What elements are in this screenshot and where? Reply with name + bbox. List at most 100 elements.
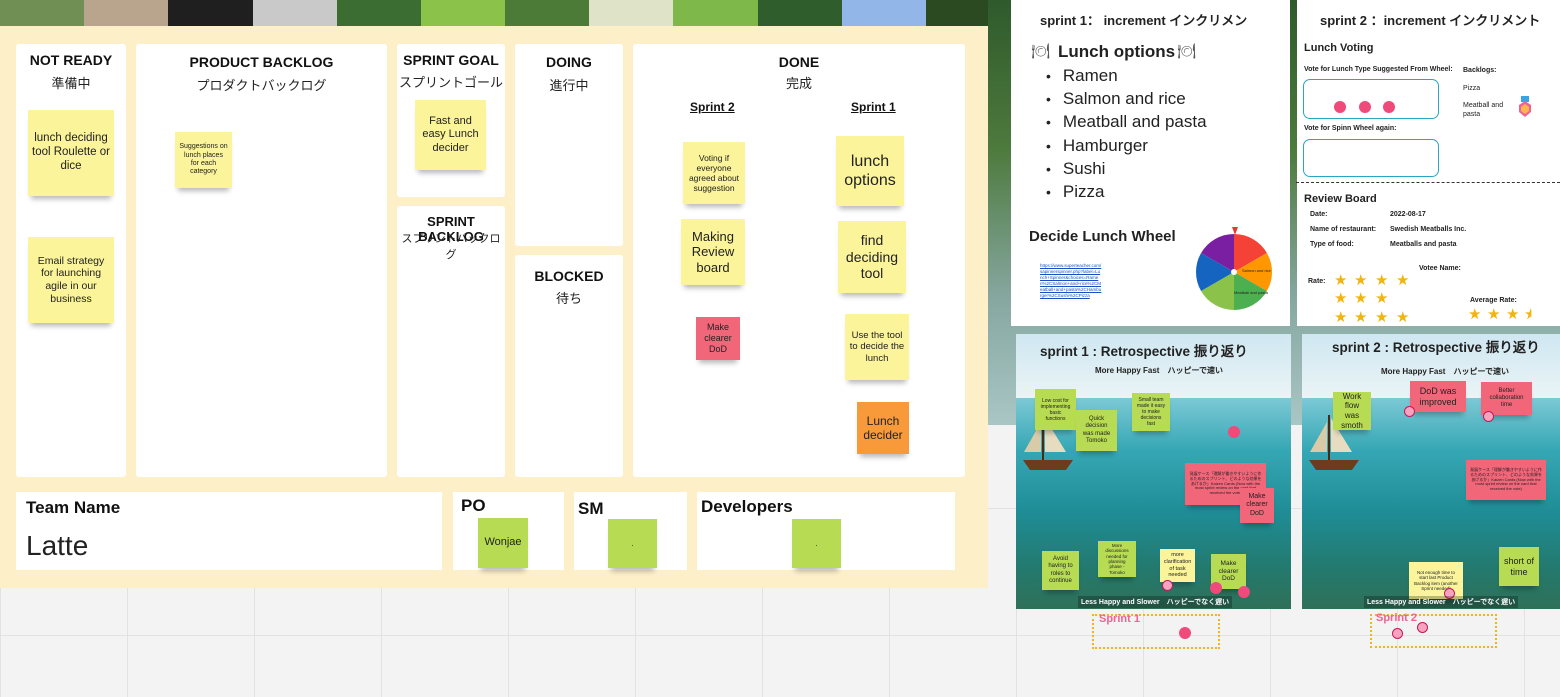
review-restaurant-label: Name of restaurant: — [1310, 226, 1377, 233]
sticky-note[interactable]: Avoid having to roles to continue — [1042, 551, 1079, 590]
vote-dot[interactable] — [1483, 411, 1494, 422]
backlogs-label: Backlogs: — [1463, 67, 1497, 74]
divider — [1296, 182, 1560, 183]
lunch-options-heading: Lunch options — [1058, 42, 1176, 61]
sticky-note[interactable]: Make clearer DoD — [1240, 488, 1274, 523]
team-name-label: Team Name — [26, 498, 121, 517]
sticky-note[interactable]: More discussions needed for planning pha… — [1098, 541, 1136, 577]
lunch-options-list: Ramen Salmon and rice Meatball and pasta… — [1046, 64, 1207, 203]
star-icon: ★ — [1354, 309, 1368, 326]
wheel-slice — [1201, 272, 1234, 310]
medal-icon — [1519, 96, 1531, 117]
sticky-note[interactable]: Lunch decider — [857, 402, 909, 454]
vote-dot[interactable] — [1444, 588, 1455, 599]
sprint1-vote-area[interactable] — [1092, 614, 1220, 649]
vote-dot[interactable] — [1238, 586, 1250, 598]
vote-type-label: Vote for Lunch Type Suggested From Wheel… — [1304, 66, 1453, 73]
sticky-note[interactable]: Email strategy for launching agile in ou… — [28, 237, 114, 323]
sticky-note[interactable]: Making Review board — [681, 219, 745, 285]
wheel-slice-label: Meatball and pasta — [1234, 290, 1268, 295]
retro2-top-hint: More Happy Fast ハッピーで速い — [1381, 367, 1509, 376]
review-restaurant-value: Swedish Meatballs Inc. — [1390, 226, 1467, 233]
list-item: Meatball and pasta — [1046, 110, 1207, 133]
vote-dot[interactable] — [1179, 627, 1191, 639]
column-title: DOING — [546, 54, 592, 70]
sticky-note[interactable]: more clarification of task needed — [1160, 549, 1195, 582]
wheel-center — [1231, 269, 1237, 275]
sticky-note[interactable]: Work flow was smoth — [1333, 392, 1371, 430]
column-subtitle: 進行中 — [549, 78, 589, 93]
wheel-slice — [1234, 272, 1267, 310]
review-heading: Review Board — [1304, 193, 1377, 205]
column-subtitle: 待ち — [555, 291, 582, 306]
retro2-title: sprint 2 : Retrospective 振り返り — [1332, 340, 1540, 355]
plate-icon: 🍽 — [1031, 43, 1051, 60]
column-subtitle: プロダクトバックログ — [196, 78, 327, 93]
retro1-title: sprint 1 : Retrospective 振り返り — [1040, 344, 1248, 359]
column-product-backlog: PRODUCT BACKLOG プロダクトバックログ Suggestions o… — [136, 44, 387, 477]
sticky-note[interactable]: 発展ケース「理解が働きやすいように作るためのスプリント、どのような効果をあげるか… — [1466, 460, 1546, 500]
column-title: SPRINT GOAL — [403, 52, 499, 68]
sticky-note[interactable]: Voting if everyone agreed about suggesti… — [683, 142, 745, 204]
sticky-note[interactable]: Low cost for implementing basic function… — [1035, 389, 1076, 430]
sprint2-increment-title: sprint 2 ：increment インクリメント — [1320, 13, 1541, 28]
ship-illustration — [1309, 415, 1359, 470]
list-item: Hamburger — [1046, 134, 1207, 157]
sticky-note[interactable]: short of time — [1499, 547, 1539, 586]
team-name-box: Team Name Latte — [16, 492, 442, 570]
star-icon: ★ — [1375, 290, 1389, 307]
sticky-note[interactable]: . — [792, 519, 841, 568]
sticky-note[interactable]: Use the tool to decide the lunch — [845, 314, 909, 380]
background-photo-strip — [0, 0, 1010, 26]
vote-dot[interactable] — [1210, 582, 1222, 594]
sprint1-vote-label: Sprint 1 — [1099, 613, 1140, 625]
vote-dot[interactable] — [1392, 628, 1403, 639]
star-icon: ★ — [1375, 272, 1389, 289]
sticky-note[interactable]: Fast and easy Lunch decider — [415, 100, 486, 170]
star-icon: ★ — [1506, 306, 1520, 323]
vote-wheel-box[interactable] — [1303, 139, 1439, 177]
wheel-heading: Decide Lunch Wheel — [1029, 228, 1176, 245]
column-title: SPRINT BACKLOG — [418, 214, 484, 244]
vote-dot[interactable] — [1383, 101, 1395, 113]
vote-dot[interactable] — [1334, 101, 1346, 113]
sticky-note[interactable]: Quick decision was made Tomoko — [1076, 410, 1117, 451]
wheel-link[interactable]: https://www.superteacher.com/sapinnerspi… — [1040, 263, 1102, 298]
lunch-voting-heading: Lunch Voting — [1304, 42, 1374, 54]
sticky-note[interactable]: find deciding tool — [838, 221, 906, 293]
sticky-note[interactable]: Wonjae — [478, 518, 528, 568]
column-subtitle: 準備中 — [51, 76, 91, 91]
star-icon: ★ — [1468, 306, 1482, 323]
sticky-note[interactable]: Make clearer DoD — [696, 317, 740, 360]
average-rate-label: Average Rate: — [1470, 297, 1517, 304]
vote-dot[interactable] — [1417, 622, 1428, 633]
wheel-slice — [1234, 234, 1267, 272]
sm-label: SM — [578, 499, 604, 518]
vote-dot[interactable] — [1359, 101, 1371, 113]
sticky-note[interactable]: lunch options — [836, 136, 904, 206]
vote-type-box[interactable] — [1303, 79, 1439, 119]
vote-dot[interactable] — [1162, 580, 1173, 591]
sticky-note[interactable]: . — [608, 519, 657, 568]
lunch-wheel[interactable] — [1193, 227, 1275, 313]
sticky-note[interactable]: Small team made it easy to make decision… — [1132, 393, 1170, 431]
po-box: PO Wonjae — [453, 492, 564, 570]
sprint2-vote-area[interactable] — [1370, 614, 1497, 648]
team-name-value[interactable]: Latte — [26, 530, 89, 561]
half-star-icon: ★ — [1524, 306, 1538, 323]
sticky-note[interactable]: lunch deciding tool Roulette or dice — [28, 110, 114, 196]
sticky-note[interactable]: Better collaboration time — [1481, 382, 1532, 415]
kanban-board: NOT READY 準備中 lunch deciding tool Roulet… — [0, 26, 988, 588]
plate-icon: 🍽 — [1177, 43, 1197, 60]
sticky-note[interactable]: Suggestions on lunch places for each cat… — [175, 132, 232, 188]
done-sprint1-header: Sprint 1 — [851, 100, 896, 114]
vote-dot[interactable] — [1228, 426, 1240, 438]
column-title: NOT READY — [29, 52, 113, 68]
developers-box: Developers . — [697, 492, 955, 570]
votee-name-label: Votee Name: — [1419, 265, 1461, 272]
column-title: PRODUCT BACKLOG — [189, 54, 334, 70]
list-item: Sushi — [1046, 157, 1207, 180]
vote-dot[interactable] — [1404, 406, 1415, 417]
sticky-note[interactable]: DoD was improved — [1410, 381, 1466, 412]
backlog-item: Meatball and pasta — [1463, 102, 1504, 118]
